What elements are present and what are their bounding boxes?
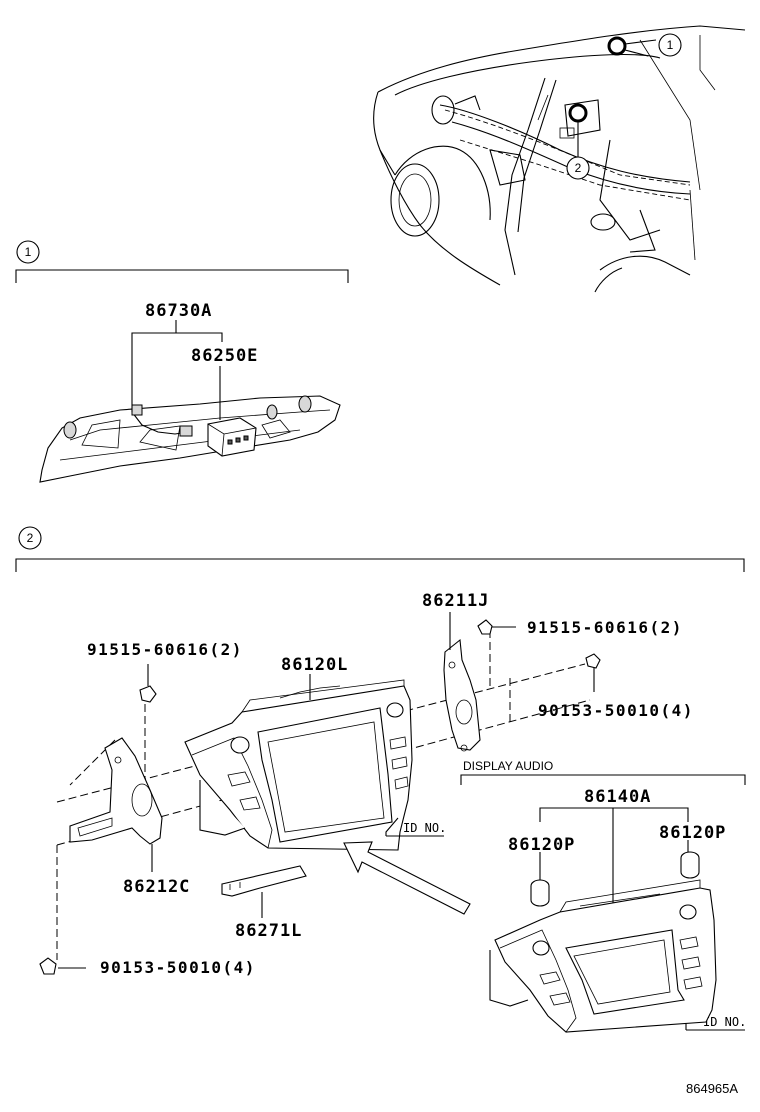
section-1-leaders xyxy=(131,320,223,420)
car-interior-overview xyxy=(373,25,746,293)
bracket-86211J xyxy=(443,638,481,752)
part-86120P-right-label: 86120P xyxy=(659,823,726,843)
callout-2: 2 xyxy=(566,156,590,180)
audio-unit-86120L xyxy=(184,679,413,851)
bracket-86212C xyxy=(69,737,163,845)
part-86250E-label: 86250E xyxy=(191,346,258,366)
knob-86120P-left xyxy=(530,879,550,907)
section-1-number: 1 xyxy=(25,245,32,259)
figure-number: 864965A xyxy=(686,1081,738,1096)
overhead-console-assembly xyxy=(39,395,341,483)
callout-1-text: 1 xyxy=(667,38,674,52)
display-audio-unit-86140A xyxy=(489,879,717,1033)
screw-90153-left xyxy=(39,957,86,975)
part-86730A-label: 86730A xyxy=(145,301,212,321)
part-86212C-label: 86212C xyxy=(123,877,190,897)
section-2-number: 2 xyxy=(27,531,34,545)
section-1-header: 1 xyxy=(15,240,349,283)
section-2-leaders xyxy=(151,612,451,872)
display-audio-leaders xyxy=(539,807,745,1031)
screw-91515-right xyxy=(477,619,516,635)
part-90153-left-label: 90153-50010(4) xyxy=(100,958,256,977)
id-no-main-label: ID NO. xyxy=(403,821,446,835)
part-91515-right-label: 91515-60616(2) xyxy=(527,618,683,637)
display-audio-header xyxy=(460,774,746,785)
knob-86120P-right xyxy=(680,851,700,879)
display-audio-title: DISPLAY AUDIO xyxy=(463,759,553,773)
part-86120L-label: 86120L xyxy=(281,655,348,675)
part-86120P-left-label: 86120P xyxy=(508,835,575,855)
callout-1: 1 xyxy=(658,33,682,57)
part-86211J-label: 86211J xyxy=(422,591,489,611)
wire-86271L xyxy=(221,865,307,918)
id-no-display-audio-label: ID NO. xyxy=(703,1015,746,1029)
part-90153-right-label: 90153-50010(4) xyxy=(538,701,694,720)
part-86140A-label: 86140A xyxy=(584,787,651,807)
screw-91515-left xyxy=(139,664,157,703)
install-direction-arrow xyxy=(343,841,471,915)
screw-90153-right xyxy=(585,653,601,692)
part-86271L-label: 86271L xyxy=(235,921,302,941)
part-91515-left-label: 91515-60616(2) xyxy=(87,640,243,659)
callout-2-text: 2 xyxy=(575,161,582,175)
section-2-header: 2 xyxy=(15,526,745,572)
